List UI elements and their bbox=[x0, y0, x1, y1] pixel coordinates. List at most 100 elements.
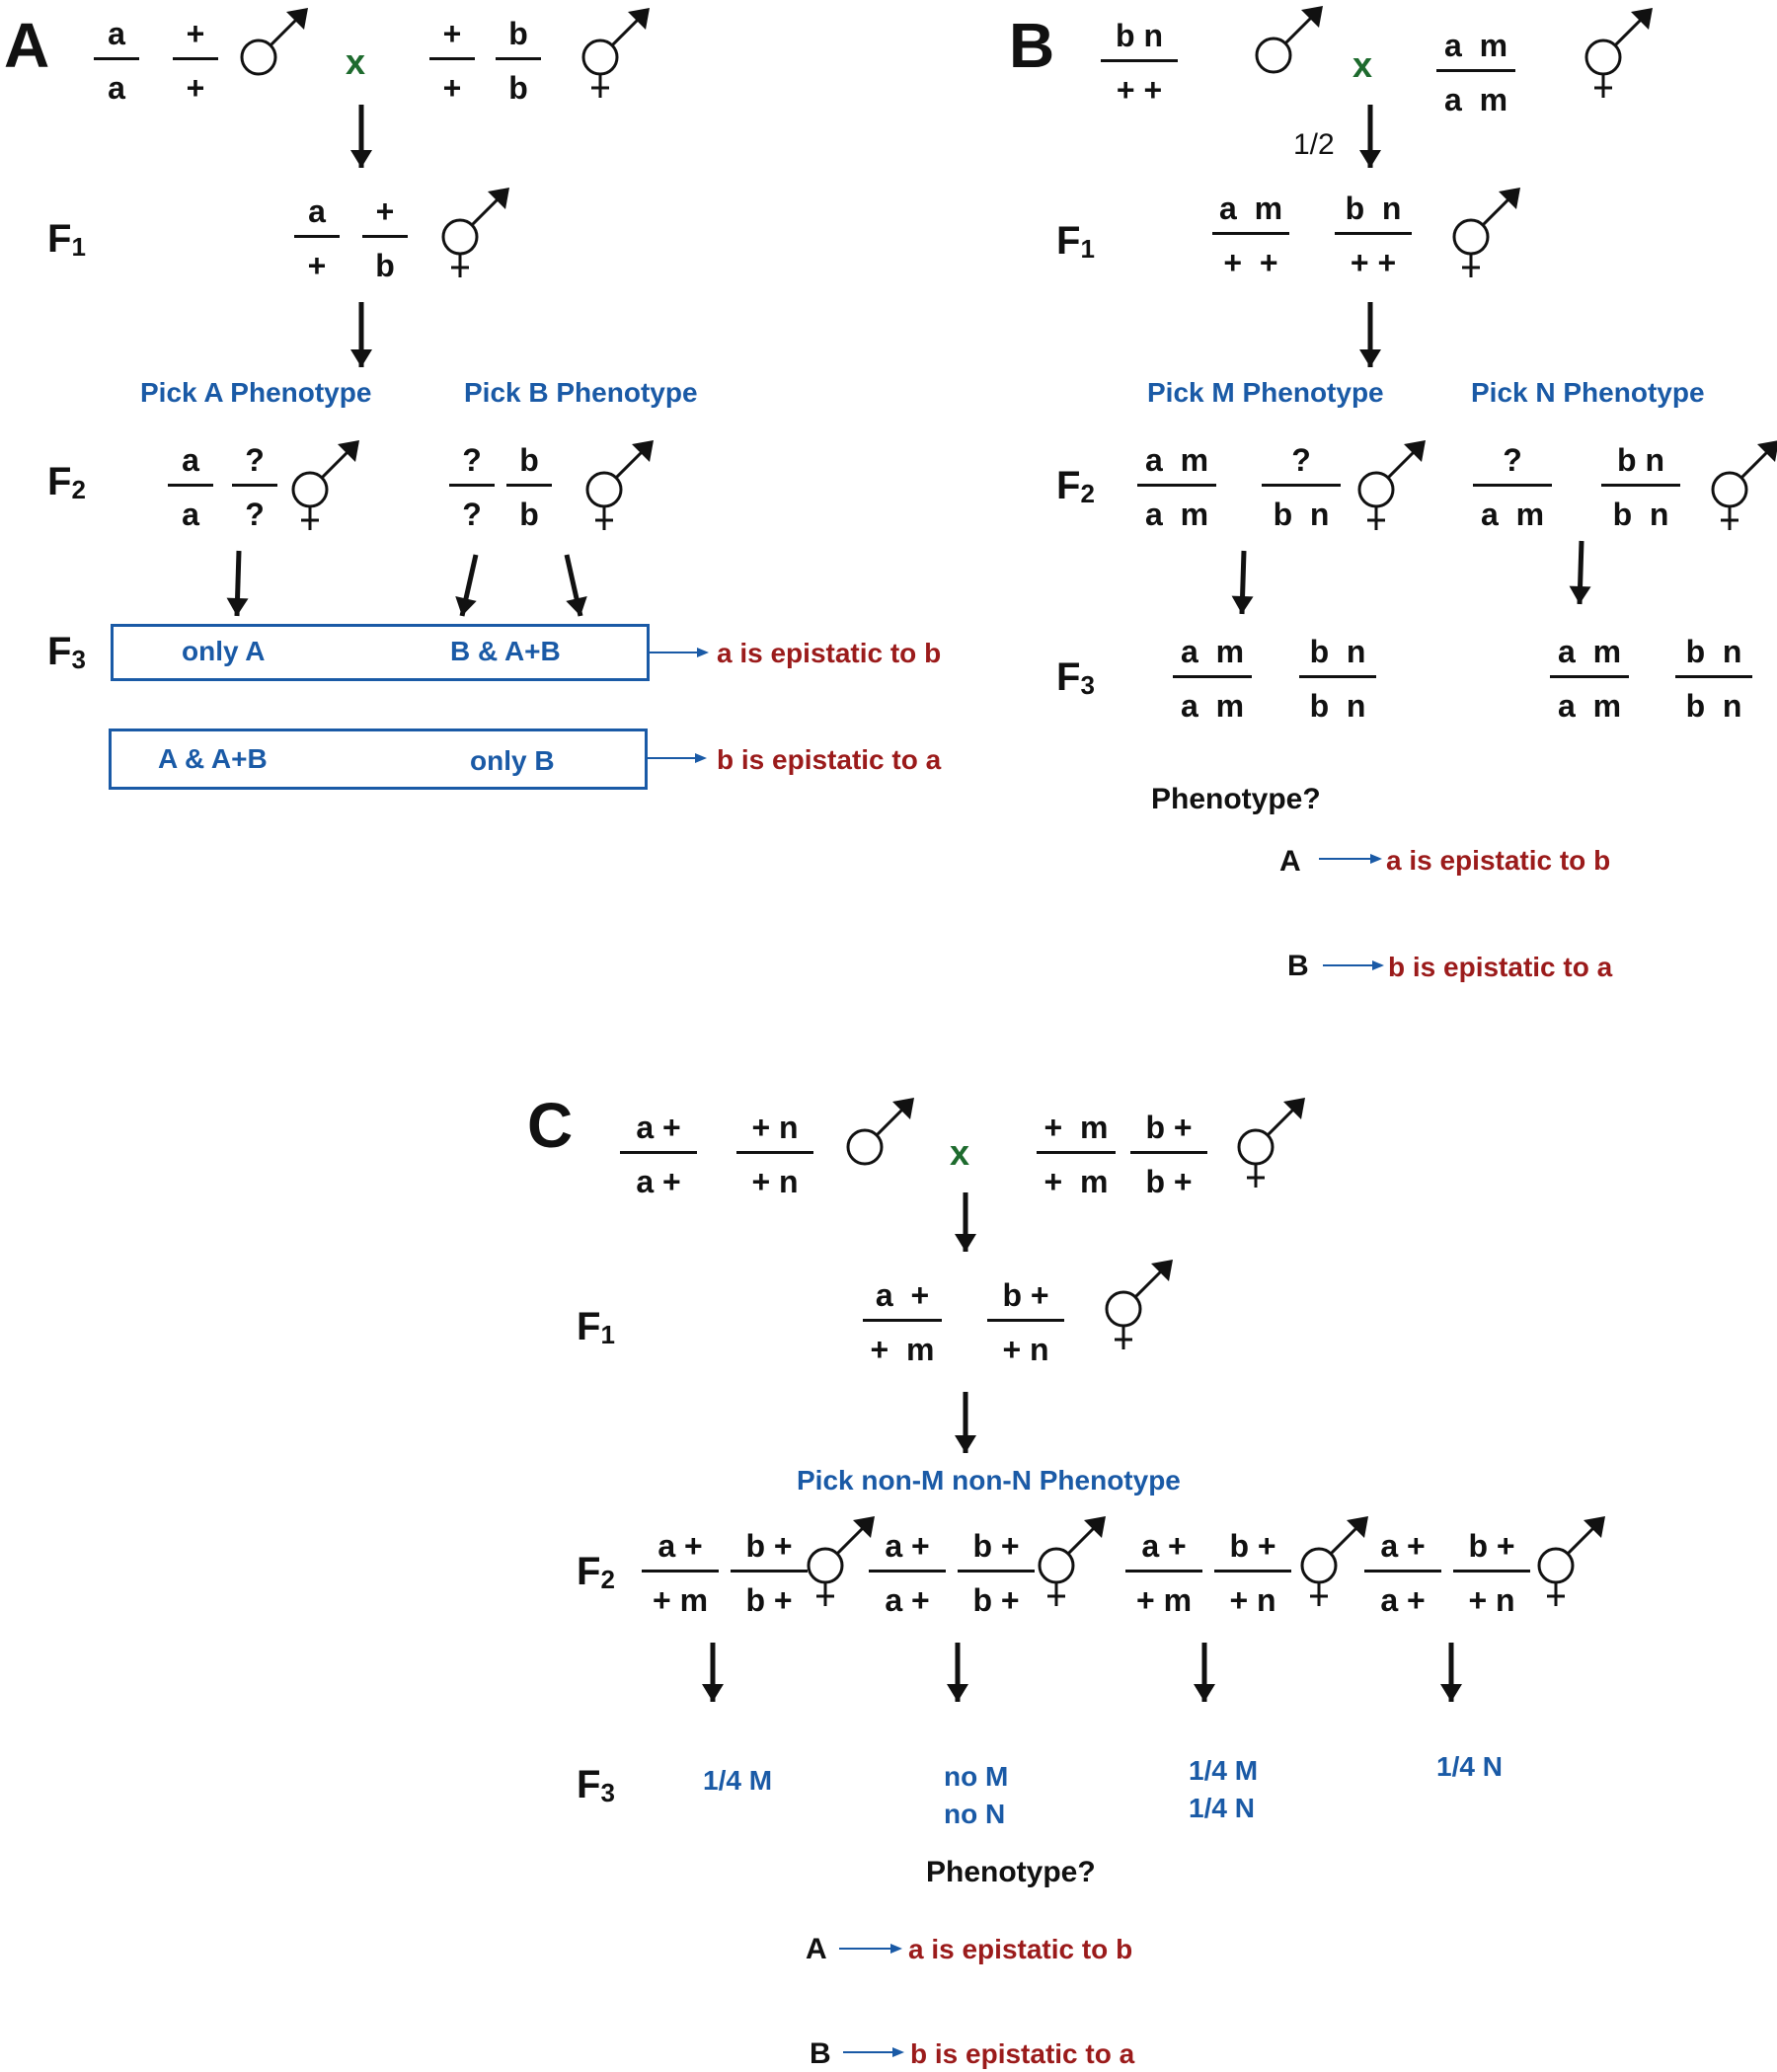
genotype-c-f2-1a: a + + m bbox=[642, 1530, 719, 1616]
allele-top: b bbox=[519, 442, 539, 478]
symbol-arrow-head bbox=[628, 8, 650, 30]
allele-top: a m bbox=[1557, 634, 1622, 669]
genotype-b-f3-l2: b n b n bbox=[1299, 636, 1376, 722]
allele-top: ? bbox=[1291, 442, 1311, 478]
genotype-a-ph2: b b bbox=[496, 18, 541, 104]
genotype-b-f3-r1: a m a m bbox=[1550, 636, 1629, 722]
allele-top: + n bbox=[751, 1110, 799, 1145]
f2-label-c: F2 bbox=[577, 1550, 615, 1594]
arrow-head bbox=[566, 596, 587, 616]
box2-left-text: A & A+B bbox=[158, 743, 268, 774]
arrow-head bbox=[350, 349, 372, 367]
allele-bottom: b bbox=[519, 497, 539, 532]
hermaphrodite-symbol-icon bbox=[581, 8, 650, 98]
genotype-c-f2-2a: a + a + bbox=[869, 1530, 946, 1616]
allele-bottom: a m bbox=[1144, 497, 1209, 532]
result-b-label-c: B bbox=[810, 2037, 831, 2070]
allele-top: ? bbox=[245, 442, 265, 478]
cross-symbol: x bbox=[346, 41, 366, 82]
f3-result-3a: 1/4 M bbox=[1189, 1755, 1259, 1786]
allele-top: b n bbox=[1116, 18, 1163, 53]
genotype-c-f2-4b: b + + n bbox=[1453, 1530, 1530, 1616]
genotype-a-f2-l2: ? ? bbox=[232, 444, 277, 530]
symbol-arrow-head bbox=[488, 188, 509, 209]
symbol-arrow-head bbox=[1084, 1516, 1106, 1538]
allele-top: a + bbox=[636, 1110, 681, 1145]
arrow-head bbox=[455, 596, 477, 616]
hermaphrodite-symbol-icon bbox=[1300, 1516, 1368, 1606]
result-a-text-b: a is epistatic to b bbox=[1386, 845, 1611, 876]
allele-top: b + bbox=[1145, 1110, 1193, 1145]
genotype-b-f3-l1: a m a m bbox=[1173, 636, 1252, 722]
right-arrow-icon bbox=[843, 2047, 904, 2057]
box1-result: a is epistatic to b bbox=[717, 638, 942, 668]
symbol-arrow-head bbox=[1631, 8, 1653, 30]
symbol-arrow-head bbox=[1757, 440, 1777, 462]
right-arrows bbox=[648, 648, 1384, 2057]
symbol-circle bbox=[1255, 37, 1292, 74]
symbol-arrow-head bbox=[1283, 1098, 1305, 1119]
f2-label-a: F2 bbox=[47, 460, 86, 504]
f1-label-a: F1 bbox=[47, 217, 86, 262]
down-arrow-icon bbox=[455, 554, 479, 617]
result-a-label-b: A bbox=[1279, 845, 1301, 878]
allele-top: a m bbox=[1144, 442, 1209, 478]
result-b-text-c: b is epistatic to a bbox=[910, 2038, 1135, 2069]
allele-top: + bbox=[375, 193, 395, 229]
allele-top: b bbox=[508, 16, 528, 51]
male-symbol-icon bbox=[1255, 6, 1323, 74]
symbol-arrow-head bbox=[853, 1516, 875, 1538]
arrow-head bbox=[947, 1684, 968, 1702]
result-b-text-b: b is epistatic to a bbox=[1388, 952, 1613, 982]
genotype-c-f2-2b: b + b + bbox=[958, 1530, 1035, 1616]
allele-top: b + bbox=[1468, 1528, 1515, 1564]
down-arrow-icon bbox=[955, 1392, 976, 1453]
genotype-a-f2-r2: b b bbox=[506, 444, 552, 530]
pick-m-phenotype: Pick M Phenotype bbox=[1147, 377, 1384, 408]
allele-top: + bbox=[186, 16, 205, 51]
cross-symbol: x bbox=[950, 1132, 970, 1173]
genotype-b-ph: a m a m bbox=[1436, 30, 1515, 115]
allele-bottom: + n bbox=[1002, 1332, 1049, 1367]
hermaphrodite-symbol-icon bbox=[1038, 1516, 1106, 1606]
pick-a-phenotype: Pick A Phenotype bbox=[140, 377, 372, 408]
f3-result-1: 1/4 M bbox=[703, 1765, 773, 1796]
allele-top: a m bbox=[1180, 634, 1245, 669]
allele-bottom: + n bbox=[1468, 1582, 1515, 1618]
allele-bottom: + bbox=[442, 70, 462, 106]
symbol-circle bbox=[240, 38, 277, 76]
genotype-a-f2-l1: a a bbox=[168, 444, 213, 530]
down-arrow-icon bbox=[1194, 1643, 1215, 1702]
right-arrow-icon bbox=[1323, 960, 1384, 970]
genotype-b-pm: b n + + bbox=[1101, 20, 1178, 106]
down-arrows bbox=[226, 105, 1591, 1702]
down-arrow-icon bbox=[1359, 302, 1381, 367]
allele-bottom: b bbox=[375, 248, 395, 283]
down-arrow-icon bbox=[1440, 1643, 1462, 1702]
arrow-head bbox=[1569, 585, 1591, 604]
arrow-head bbox=[1359, 150, 1381, 168]
genotype-c-ph1: + m + m bbox=[1037, 1112, 1116, 1197]
genotype-c-pm2: + n + n bbox=[736, 1112, 813, 1197]
allele-top: a + bbox=[657, 1528, 703, 1564]
allele-top: a bbox=[108, 16, 125, 51]
panel-a-label: A bbox=[4, 10, 50, 81]
allele-bottom: a + bbox=[636, 1164, 681, 1199]
allele-bottom: + n bbox=[751, 1164, 799, 1199]
result-box-1 bbox=[111, 624, 650, 681]
cross-symbol: x bbox=[1352, 44, 1373, 85]
right-arrow-icon bbox=[648, 753, 707, 763]
allele-bottom: a + bbox=[885, 1582, 930, 1618]
arrow-head bbox=[1372, 960, 1384, 970]
allele-bottom: + m bbox=[1135, 1582, 1193, 1618]
down-arrow-icon bbox=[350, 105, 372, 168]
arrow-head bbox=[1440, 1684, 1462, 1702]
male-symbol-icon bbox=[846, 1098, 914, 1166]
arrow-head bbox=[1370, 854, 1382, 864]
hermaphrodite-symbol-icon bbox=[1357, 440, 1426, 530]
allele-bottom: b + bbox=[1145, 1164, 1193, 1199]
allele-top: a + bbox=[885, 1528, 930, 1564]
allele-bottom: b + bbox=[745, 1582, 793, 1618]
arrow-head bbox=[955, 1435, 976, 1453]
